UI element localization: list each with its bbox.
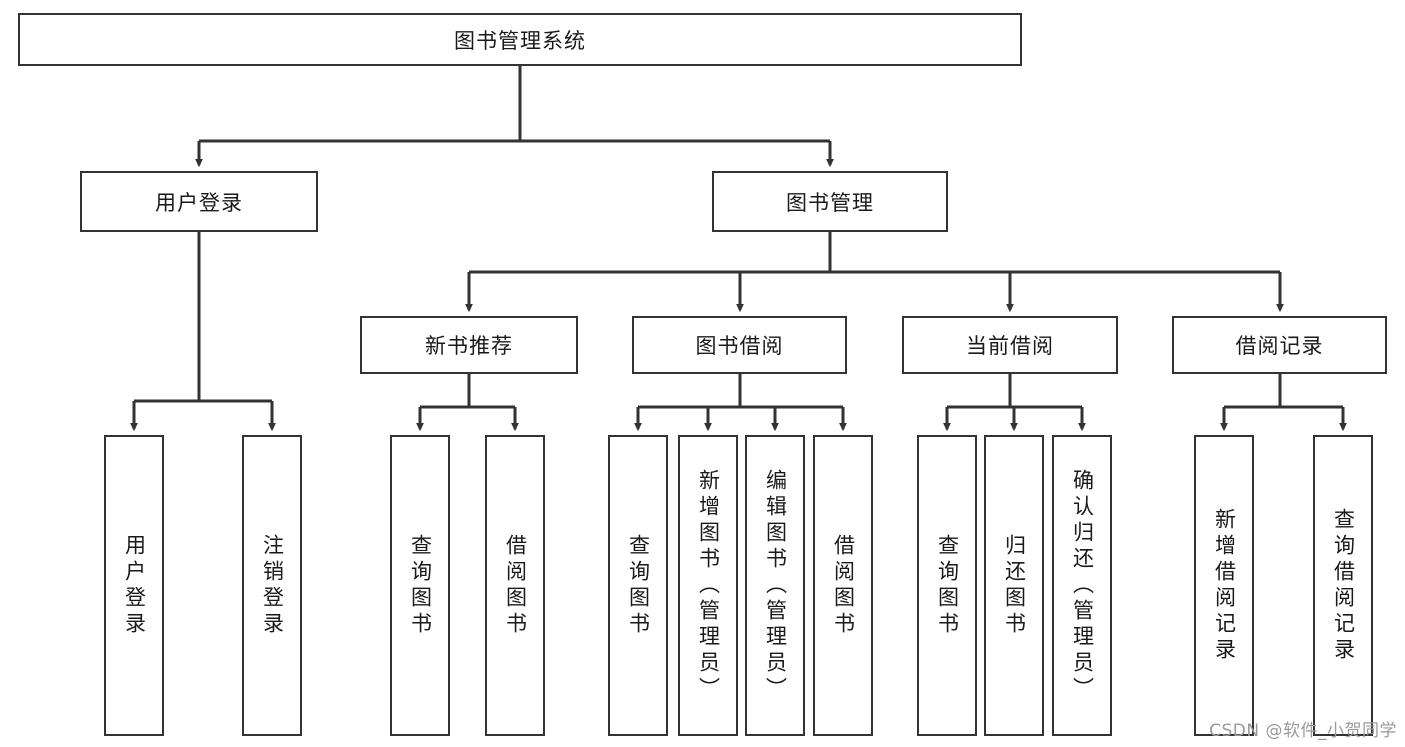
leaf-user-login[interactable]: 用户登录 [104,435,164,736]
leaf-query-book-label: 查询图书 [626,533,651,638]
leaf-confirm-return-label: 确认归还（管理员） [1070,468,1095,703]
leaf-query-book-rec-label: 查询图书 [408,533,433,638]
leaf-query-book-cur[interactable]: 查询图书 [917,435,977,736]
leaf-user-login-label: 用户登录 [122,533,147,638]
node-root-label: 图书管理系统 [454,28,586,53]
leaf-borrow-book[interactable]: 借阅图书 [813,435,873,736]
leaf-query-record[interactable]: 查询借阅记录 [1313,435,1373,736]
leaf-add-record-label: 新增借阅记录 [1212,507,1237,664]
leaf-query-book-rec[interactable]: 查询图书 [390,435,450,736]
node-borrow-record-label: 借阅记录 [1235,334,1324,358]
node-new-book-rec[interactable]: 新书推荐 [360,316,578,374]
node-root[interactable]: 图书管理系统 [18,13,1022,66]
leaf-edit-book[interactable]: 编辑图书（管理员） [745,435,805,736]
leaf-borrow-book-rec[interactable]: 借阅图书 [485,435,545,736]
leaf-add-book[interactable]: 新增图书（管理员） [678,435,738,736]
node-book-borrow-label: 图书借阅 [695,334,784,358]
leaf-query-record-label: 查询借阅记录 [1331,507,1356,664]
node-book-manage-label: 图书管理 [786,190,874,215]
node-book-manage[interactable]: 图书管理 [712,171,948,232]
leaf-borrow-book-label: 借阅图书 [831,533,856,638]
node-book-borrow[interactable]: 图书借阅 [632,316,847,374]
node-borrow-record[interactable]: 借阅记录 [1172,316,1387,374]
node-new-book-rec-label: 新书推荐 [425,334,513,358]
node-current-borrow[interactable]: 当前借阅 [902,316,1118,374]
leaf-return-book-label: 归还图书 [1002,533,1027,638]
leaf-query-book[interactable]: 查询图书 [608,435,668,736]
leaf-return-book[interactable]: 归还图书 [984,435,1044,736]
csdn-watermark: CSDN @软件_小贺同学 [1209,721,1397,741]
leaf-logout[interactable]: 注销登录 [242,435,302,736]
node-current-borrow-label: 当前借阅 [966,334,1054,358]
leaf-confirm-return[interactable]: 确认归还（管理员） [1052,435,1112,736]
leaf-add-record[interactable]: 新增借阅记录 [1194,435,1254,736]
leaf-logout-label: 注销登录 [260,533,285,638]
leaf-edit-book-label: 编辑图书（管理员） [763,468,788,703]
leaf-query-book-cur-label: 查询图书 [935,533,960,638]
leaf-borrow-book-rec-label: 借阅图书 [503,533,528,638]
node-user-login[interactable]: 用户登录 [80,171,318,232]
leaf-add-book-label: 新增图书（管理员） [696,468,721,703]
node-user-login-label: 用户登录 [155,190,243,215]
